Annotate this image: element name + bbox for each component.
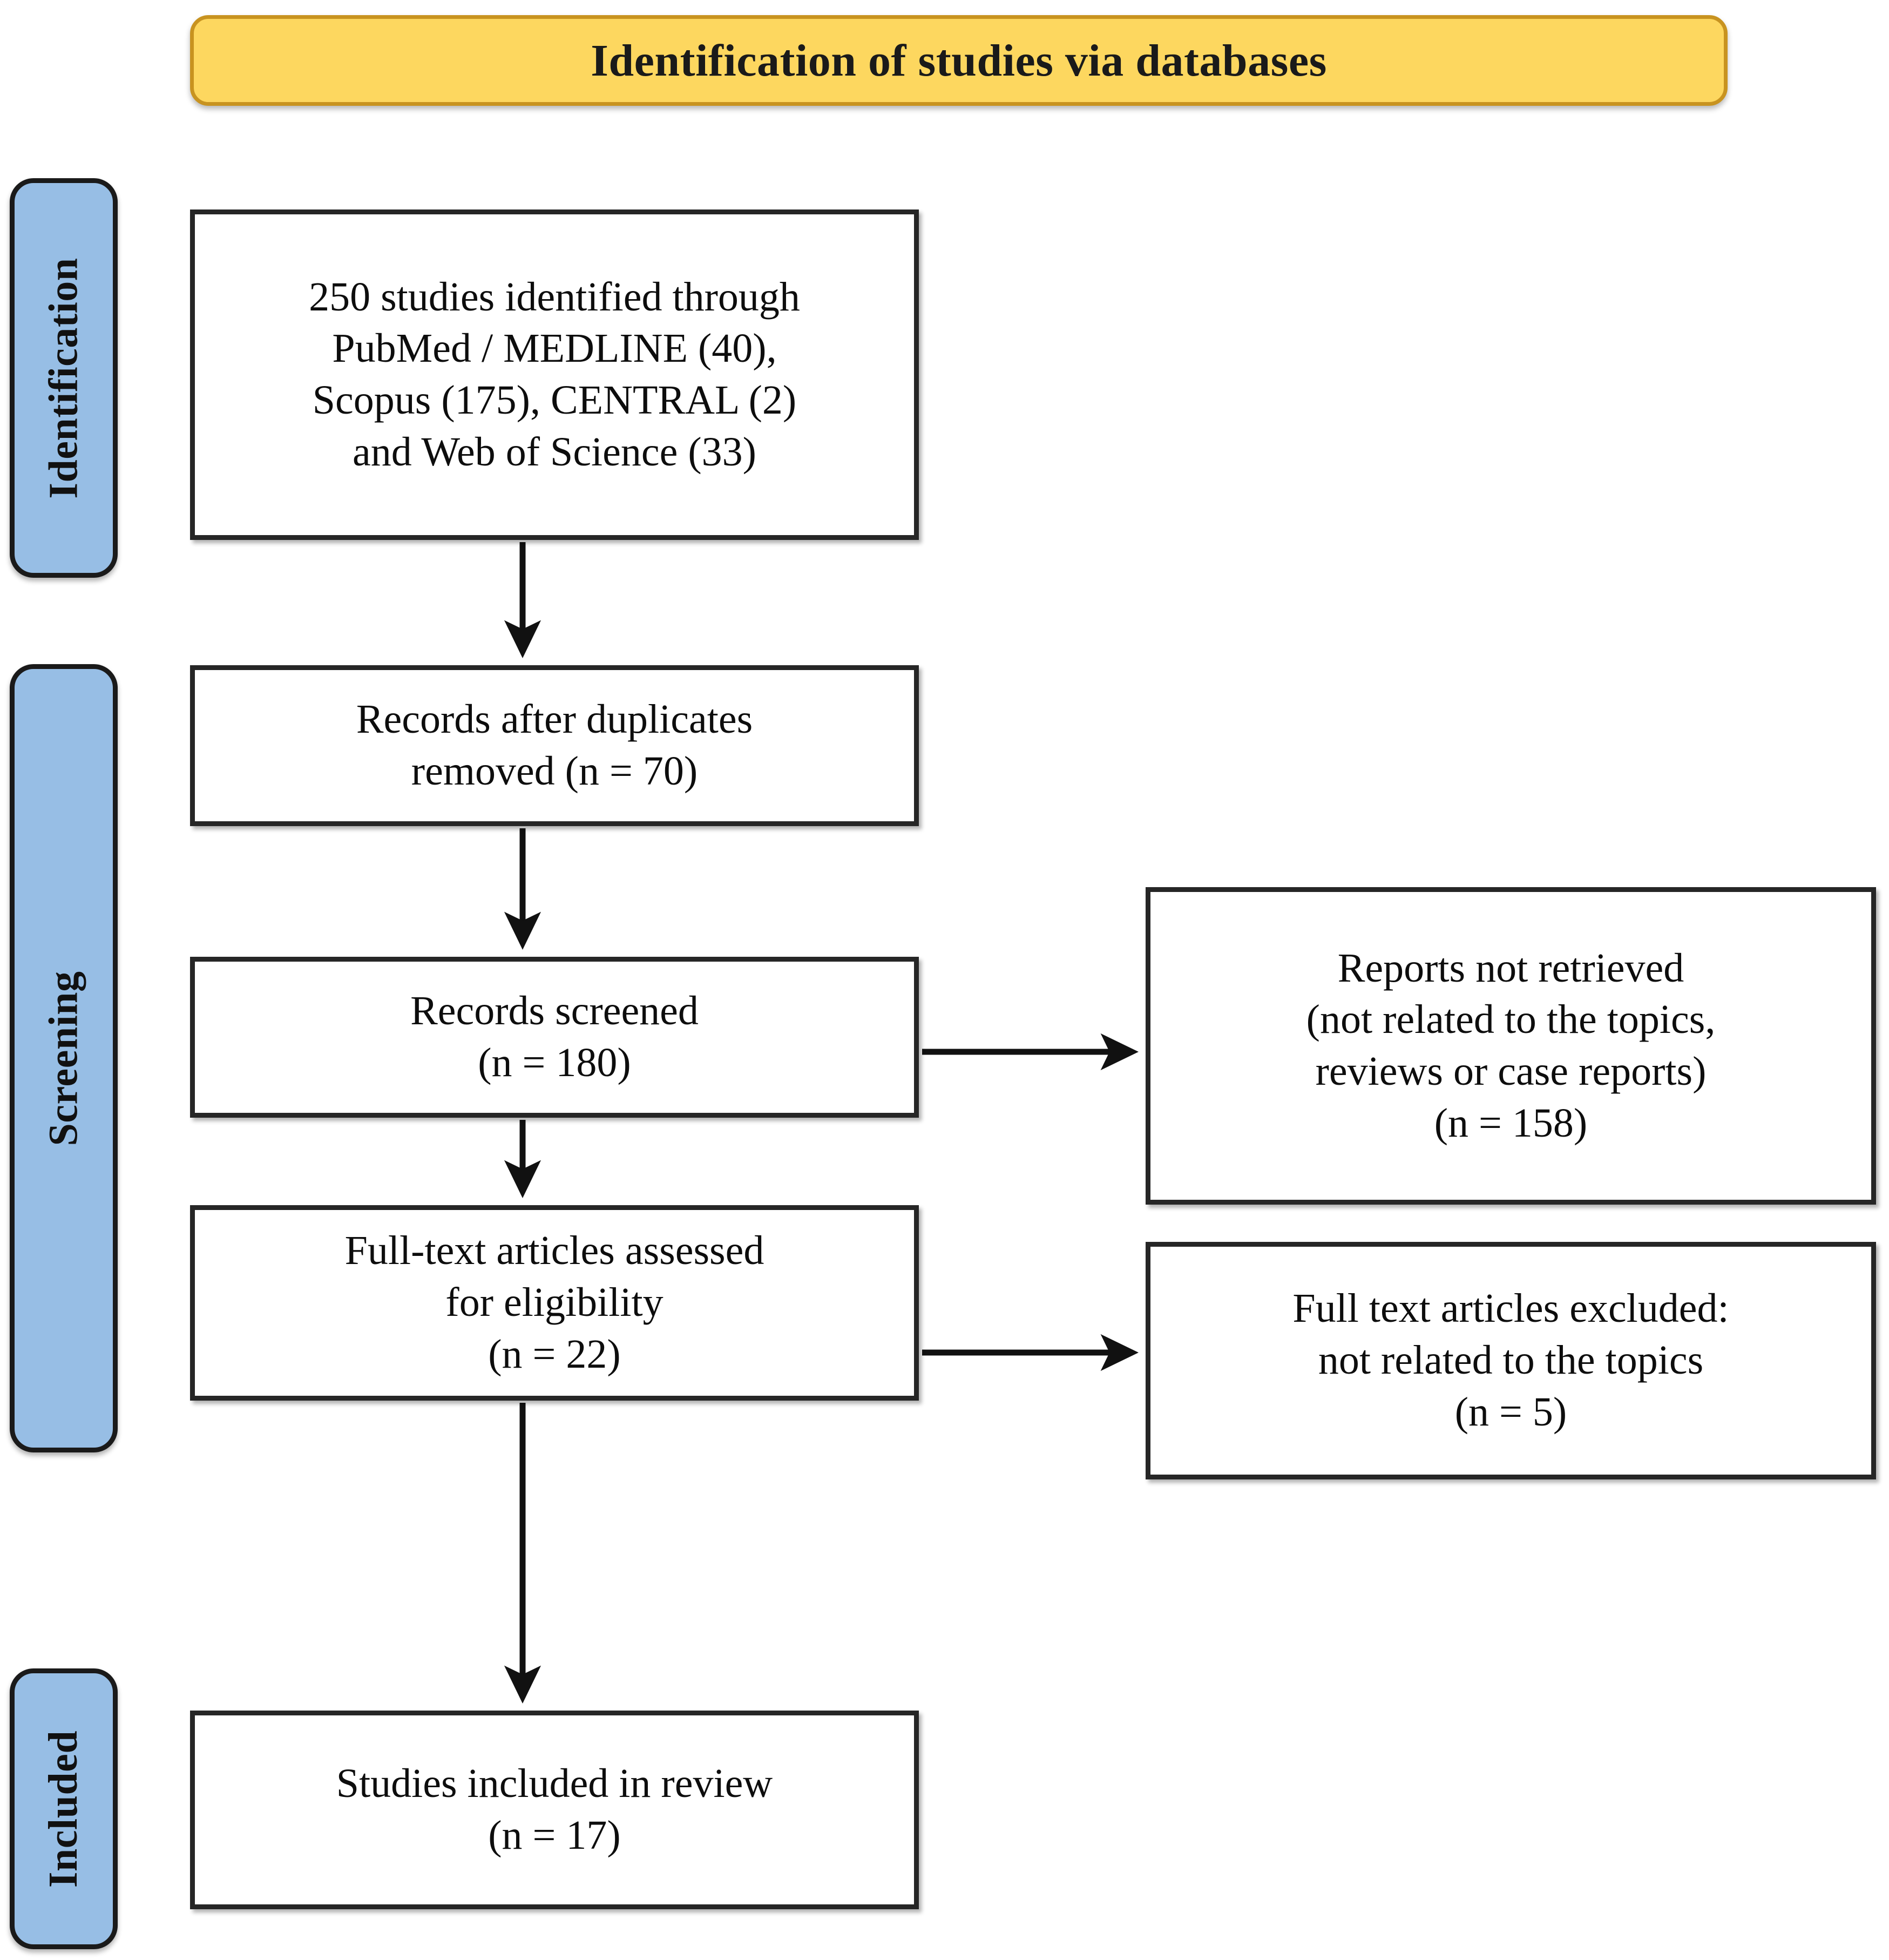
flow-box-duplicates-removed-text: Records after duplicates removed (n = 70… — [356, 697, 753, 794]
flow-box-reports-not-retrieved-text: Reports not retrieved (not related to th… — [1306, 945, 1716, 1146]
flow-box-duplicates-removed: Records after duplicates removed (n = 70… — [190, 665, 919, 826]
page-title: Identification of studies via databases — [591, 35, 1327, 86]
flow-box-studies-identified: 250 studies identified through PubMed / … — [190, 209, 919, 540]
flow-box-studies-included: Studies included in review (n = 17) — [190, 1711, 919, 1909]
stage-label-included: Included — [10, 1668, 118, 1949]
flow-box-fulltext-excluded: Full text articles excluded: not related… — [1146, 1242, 1876, 1479]
stage-label-included-text: Included — [40, 1730, 86, 1888]
stage-label-identification: Identification — [10, 178, 118, 578]
stage-label-identification-text: Identification — [40, 257, 86, 499]
stage-label-screening: Screening — [10, 664, 118, 1452]
diagram-header-banner: Identification of studies via databases — [190, 15, 1728, 106]
flow-box-reports-not-retrieved: Reports not retrieved (not related to th… — [1146, 887, 1876, 1205]
flow-box-studies-identified-text: 250 studies identified through PubMed / … — [309, 274, 800, 475]
stage-label-screening-text: Screening — [40, 971, 86, 1146]
flow-box-studies-included-text: Studies included in review (n = 17) — [336, 1761, 773, 1858]
flow-box-fulltext-excluded-text: Full text articles excluded: not related… — [1292, 1286, 1729, 1435]
flow-box-fulltext-assessed: Full-text articles assessed for eligibil… — [190, 1205, 919, 1401]
flow-box-fulltext-assessed-text: Full-text articles assessed for eligibil… — [344, 1228, 764, 1377]
flow-box-records-screened: Records screened (n = 180) — [190, 957, 919, 1118]
flow-box-records-screened-text: Records screened (n = 180) — [410, 988, 699, 1085]
